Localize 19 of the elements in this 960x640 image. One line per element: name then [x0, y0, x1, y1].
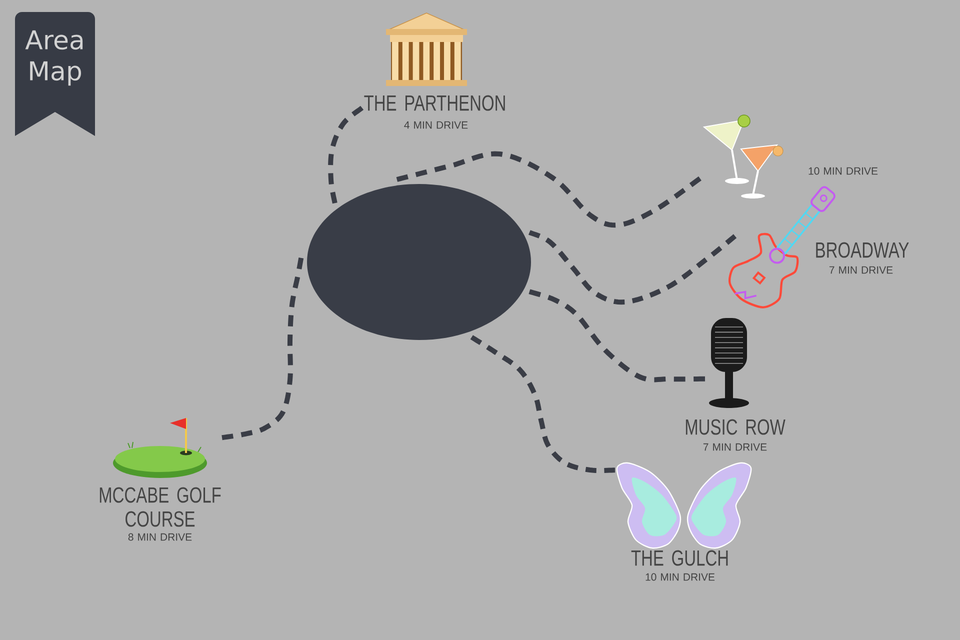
drive-time: 10 MIN DRIVE — [808, 167, 878, 175]
oval — [307, 184, 531, 340]
dashed-path — [396, 151, 702, 228]
dashed-path — [220, 256, 304, 440]
place-name: THE PARTHENON — [364, 95, 505, 111]
place-name: THE GULCH — [631, 550, 728, 566]
dashed-path — [470, 335, 616, 474]
dashed-path — [528, 230, 737, 305]
drive-time: 8 MIN DRIVE — [128, 533, 192, 541]
dashed-path — [328, 106, 364, 204]
drive-time: 10 MIN DRIVE — [646, 573, 715, 581]
dashed-path — [528, 289, 706, 382]
place-name: BROADWAY — [816, 242, 909, 258]
drive-time: 7 MIN DRIVE — [703, 443, 767, 451]
place-name: MCCABE GOLF COURSE — [100, 487, 221, 527]
drive-time: 4 MIN DRIVE — [404, 121, 468, 129]
drive-time: 7 MIN DRIVE — [829, 266, 893, 274]
place-name: MUSIC ROW — [686, 419, 786, 435]
bookmark-banner: Area Map — [15, 12, 95, 136]
